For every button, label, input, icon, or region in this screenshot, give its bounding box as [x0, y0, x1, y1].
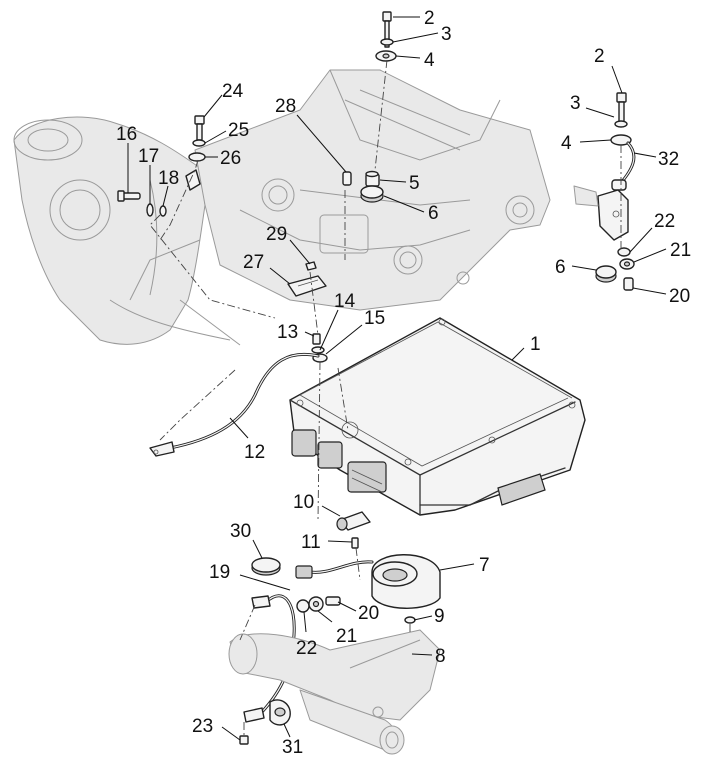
label-12: 12 [244, 442, 265, 463]
ground-cable-part-12 [149, 333, 328, 457]
cable-part-19 [243, 594, 341, 723]
label-31: 31 [282, 737, 303, 758]
label-30: 30 [230, 521, 251, 542]
label-4-right: 4 [561, 133, 572, 154]
clip-parts [287, 261, 327, 297]
label-13: 13 [277, 322, 298, 343]
label-28: 28 [275, 96, 296, 117]
label-32: 32 [658, 149, 679, 170]
label-16: 16 [116, 124, 137, 145]
label-7: 7 [479, 555, 490, 576]
label-6-right: 6 [555, 257, 566, 278]
top-center-hardware [360, 11, 397, 203]
label-8: 8 [435, 646, 446, 667]
lower-assembly-ghost [228, 629, 441, 755]
cap-part-30 [251, 557, 281, 576]
label-5: 5 [409, 173, 420, 194]
label-22-right: 22 [654, 211, 675, 232]
label-24: 24 [222, 81, 244, 102]
part-number-labels: 1 2 3 4 5 6 2 3 4 32 22 21 6 20 24 25 26… [116, 8, 691, 758]
sensor-part-7 [295, 554, 441, 609]
label-11: 11 [301, 532, 321, 553]
parts-10-11 [336, 511, 371, 549]
label-2-right: 2 [594, 46, 605, 67]
label-14: 14 [334, 291, 356, 312]
label-20-right: 20 [669, 286, 690, 307]
right-strap-hardware [573, 92, 636, 291]
label-25: 25 [228, 120, 249, 141]
label-3-right: 3 [570, 93, 581, 114]
label-18: 18 [158, 168, 179, 189]
label-19: 19 [209, 562, 230, 583]
label-2-top: 2 [424, 8, 435, 29]
label-21-lower: 21 [336, 626, 357, 647]
label-4-top: 4 [424, 50, 435, 71]
parts-23-31 [239, 699, 291, 745]
label-26: 26 [220, 148, 241, 169]
label-21-right: 21 [670, 240, 691, 261]
label-9: 9 [434, 606, 445, 627]
label-17: 17 [138, 146, 159, 167]
label-1: 1 [530, 334, 541, 355]
left-top-hardware [117, 115, 352, 217]
control-unit-part-1 [289, 317, 586, 516]
label-27: 27 [243, 252, 264, 273]
leader-lines [127, 16, 667, 741]
label-3-top: 3 [441, 24, 452, 45]
label-22-lower: 22 [296, 638, 317, 659]
alignment-lines [149, 59, 622, 736]
label-6-center: 6 [428, 203, 439, 224]
label-20-lower: 20 [358, 603, 379, 624]
label-10: 10 [293, 492, 314, 513]
label-15: 15 [364, 308, 385, 329]
label-29: 29 [266, 224, 287, 245]
label-23: 23 [192, 716, 213, 737]
